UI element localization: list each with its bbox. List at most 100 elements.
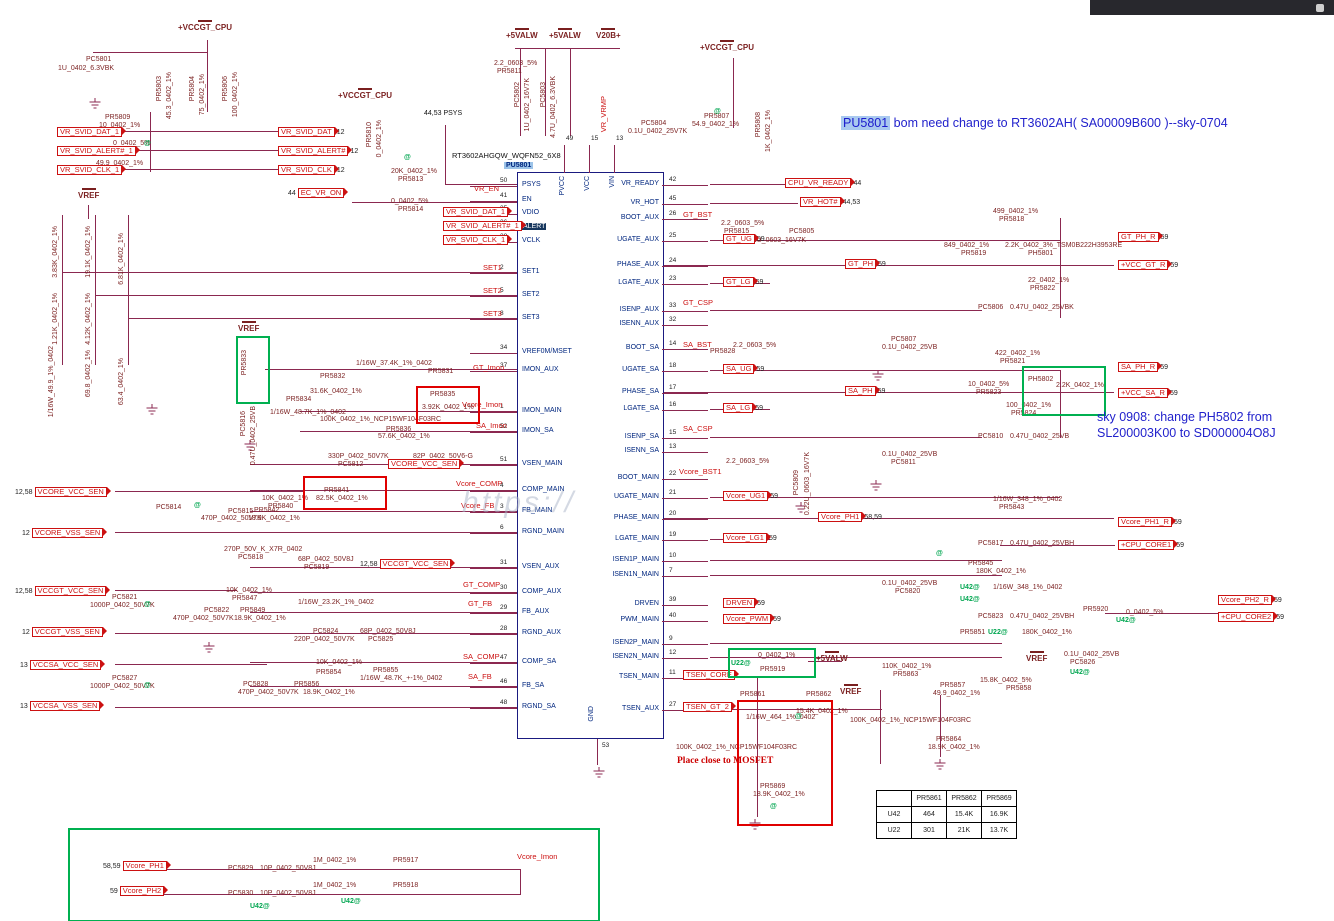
ic-pin-right[interactable]: UGATE_MAIN 21 [545,489,765,503]
net-flag[interactable]: 12,58 VCCGT_VCC_SEN [15,586,111,596]
ic-pin-right[interactable]: PHASE_AUX 24 [545,257,765,271]
pin-name: LGATE_MAIN [615,535,659,542]
table-header-cell: PR5869 [981,790,1017,807]
ic-pin-right[interactable]: VR_HOT 45 [545,195,765,209]
net-flag[interactable]: 58,59 Vcore_PH1 [103,861,172,871]
component-label: PC5825 [368,636,394,643]
ic-pin-right[interactable]: ISENP_SA 15 [545,429,765,443]
net-flag[interactable]: VR_SVID_DAT_1 [57,127,127,137]
net-flag-name: VR_SVID_CLK [278,165,339,175]
net-flag[interactable]: TSEN_CORE [683,670,739,680]
component-label: 75_0402_1% [199,74,206,116]
net-flag[interactable]: 13 VCCSA_VCC_SEN [20,660,106,670]
pin-wire [662,438,708,439]
component-label: PC5822 [204,607,230,614]
ic-pin-right[interactable]: ISENP_AUX 33 [545,302,765,316]
net-flag[interactable]: 12,58 VCORE_VCC_SEN [15,487,112,497]
ic-pin-right[interactable]: UGATE_SA 18 [545,362,765,376]
ic-pin-right[interactable]: ISEN2P_MAIN 9 [545,635,765,649]
net-flag[interactable]: GT_LG 59 [723,277,763,287]
net-flag[interactable]: SA_UG 59 [723,364,764,374]
component-label: GT_BST [683,210,713,219]
net-flag[interactable]: 12 VCORE_VSS_SEN [22,528,108,538]
net-flag[interactable]: VR_SVID_CLK_1 [443,235,513,245]
net-flag-name: VR_SVID_CLK_1 [443,235,513,245]
ic-pin-right[interactable]: ISEN1P_MAIN 10 [545,552,765,566]
ic-pin-right[interactable]: LGATE_MAIN 19 [545,531,765,545]
component-label: PR5811 [497,68,522,75]
net-flag[interactable]: Vcore_UG1 59 [723,491,778,501]
net-flag[interactable]: GT_UG 59 [723,234,765,244]
ic-pin-right[interactable]: BOOT_AUX 26 [545,210,765,224]
net-flag[interactable]: Vcore_PWM 59 [723,614,781,624]
net-flag[interactable]: Vcore_LG1 59 [723,533,777,543]
ic-pin-right[interactable]: PWM_MAIN 40 [545,612,765,626]
ic-pin-right[interactable]: LGATE_AUX 23 [545,275,765,289]
ic-pin-right[interactable]: UGATE_AUX 25 [545,232,765,246]
pin-name: VSEN_MAIN [522,460,563,467]
component-label: 1U_0402_16V7K [524,78,531,132]
net-flag[interactable]: 13 VCCSA_VSS_SEN [20,701,105,711]
net-flag[interactable]: GT_PH 59 [845,259,886,269]
ic-pin-right[interactable]: PHASE_SA 17 [545,384,765,398]
pin-name: BOOT_SA [625,344,659,351]
wire [115,491,305,492]
component-label: PR5858 [1006,685,1032,692]
net-flag[interactable]: DRVEN 59 [723,598,765,608]
component-label: SET1 [483,263,502,272]
net-flag[interactable]: VR_SVID_ALERT# 12 [278,146,358,156]
net-flag[interactable]: TSEN_GT_2 [683,702,736,712]
net-flag[interactable]: VR_HOT# 44,53 [800,197,860,207]
ground-symbol [592,765,606,783]
net-flag[interactable]: Vcore_PH1 58,59 [818,512,882,522]
net-flag[interactable]: 12 VCCGT_VSS_SEN [22,627,107,637]
net-flag[interactable]: +CPU_CORE2 59 [1218,612,1284,622]
pin-name: EN [522,196,532,203]
ic-pin-right[interactable]: ISENN_SA 13 [545,443,765,457]
ic-pin-right[interactable]: LGATE_SA 16 [545,401,765,415]
component-label: 2.2K_0402_3%_TSM0B222H3953RE [1005,242,1123,249]
net-flag[interactable]: CPU_VR_READY 44 [785,178,861,188]
component-label: 69.8_0402_1% [85,350,92,398]
net-flag[interactable]: SA_LG 59 [723,403,763,413]
net-flag[interactable]: GT_PH_R 59 [1118,232,1168,242]
net-flag[interactable]: +VCC_GT_R 59 [1118,260,1178,270]
ic-pin-right[interactable]: VR_READY 42 [545,176,765,190]
ic-pin-right[interactable]: BOOT_MAIN 22 [545,470,765,484]
net-flag[interactable]: SA_PH 59 [845,386,885,396]
net-flag[interactable]: VCORE_VCC_SEN [388,459,465,469]
ic-pin-right[interactable]: DRVEN 39 [545,596,765,610]
net-flag[interactable]: VR_SVID_CLK_1 [57,165,127,175]
ic-pin-right[interactable]: ISEN2N_MAIN 12 [545,649,765,663]
net-flag[interactable]: VR_SVID_ALERT#_1 [57,146,140,156]
ic-refdes[interactable]: PU5801 [504,162,534,169]
net-flag[interactable]: Vcore_PH2_R 59 [1218,595,1282,605]
pin-name: IMON_AUX [522,366,559,373]
ic-pin-right[interactable]: ISEN1N_MAIN 7 [545,567,765,581]
net-flag[interactable]: VR_SVID_DAT_1 [443,207,513,217]
ic-pin-right[interactable]: ISENN_AUX 32 [545,316,765,330]
ic-pin-right[interactable]: PHASE_MAIN 20 [545,510,765,524]
browser-chrome-button[interactable] [1316,4,1324,12]
net-flag[interactable]: VR_SVID_CLK 12 [278,165,345,175]
net-flag[interactable]: Vcore_PH1_R 59 [1118,517,1182,527]
pin-number: 12 [669,649,677,656]
net-flag[interactable]: 44 EC_VR_ON [288,188,349,198]
ic-pu5801-body[interactable] [517,172,664,739]
component-label: 1U_0402_6.3VBK [58,65,115,72]
net-flag-page-ref: 44 [288,189,296,197]
net-flag[interactable]: SA_PH_R 59 [1118,362,1168,372]
net-flag[interactable]: 12,58 VCCGT_VCC_SEN [360,559,456,569]
ic-pin-right[interactable]: BOOT_SA 14 [545,340,765,354]
net-flag[interactable]: VR_SVID_ALERT#_1 [443,221,526,231]
component-label: PR5861 [740,691,766,698]
net-flag[interactable]: 59 Vcore_PH2 [110,886,169,896]
net-flag[interactable]: +VCC_SA_R 59 [1118,388,1178,398]
net-flag-name: VCORE_VCC_SEN [34,487,112,497]
browser-chrome-fragment[interactable] [1090,0,1334,15]
pin-name: LGATE_SA [623,405,659,412]
net-flag[interactable]: VR_SVID_DAT 12 [278,127,345,137]
net-flag-name: VCCGT_VSS_SEN [31,627,107,637]
pin-number: 18 [669,362,677,369]
net-flag[interactable]: +CPU_CORE1 59 [1118,540,1184,550]
